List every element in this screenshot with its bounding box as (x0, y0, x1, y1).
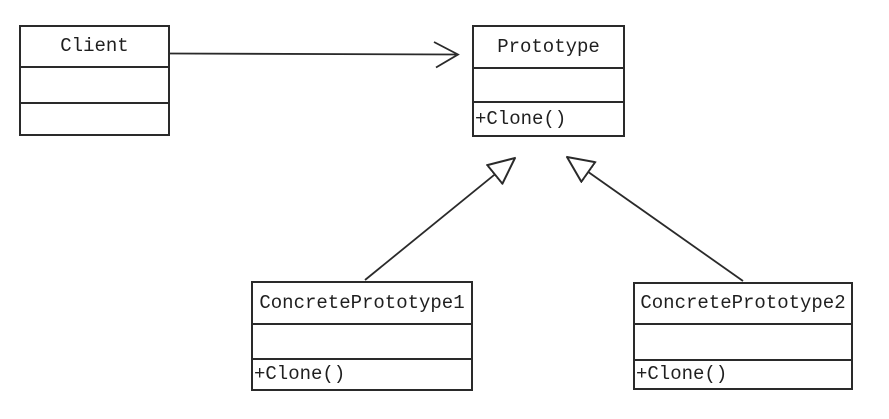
association-client-to-prototype (169, 41, 460, 69)
class-attributes-client (21, 66, 168, 102)
generalization-concrete1-to-prototype (364, 158, 515, 281)
class-box-concrete-prototype1: ConcretePrototype1 +Clone() (251, 281, 473, 391)
open-arrowhead-icon (433, 41, 460, 69)
class-name-concrete-prototype2: ConcretePrototype2 (640, 292, 846, 314)
class-operations-prototype: +Clone() (474, 101, 623, 135)
class-attributes-prototype (474, 67, 623, 101)
class-operations-concrete-prototype1: +Clone() (253, 358, 471, 389)
class-operations-concrete-prototype2: +Clone() (635, 359, 851, 388)
class-attributes-concrete-prototype1 (253, 323, 471, 358)
class-box-client: Client (19, 25, 170, 136)
class-box-prototype: Prototype +Clone() (472, 25, 625, 137)
class-name-client: Client (60, 35, 129, 57)
class-box-concrete-prototype2: ConcretePrototype2 +Clone() (633, 282, 853, 390)
class-operations-client (21, 102, 168, 134)
generalization-concrete2-to-prototype (567, 157, 744, 282)
class-name-concrete-prototype1: ConcretePrototype1 (259, 291, 465, 314)
class-name-prototype: Prototype (497, 35, 600, 58)
class-attributes-concrete-prototype2 (635, 323, 851, 359)
